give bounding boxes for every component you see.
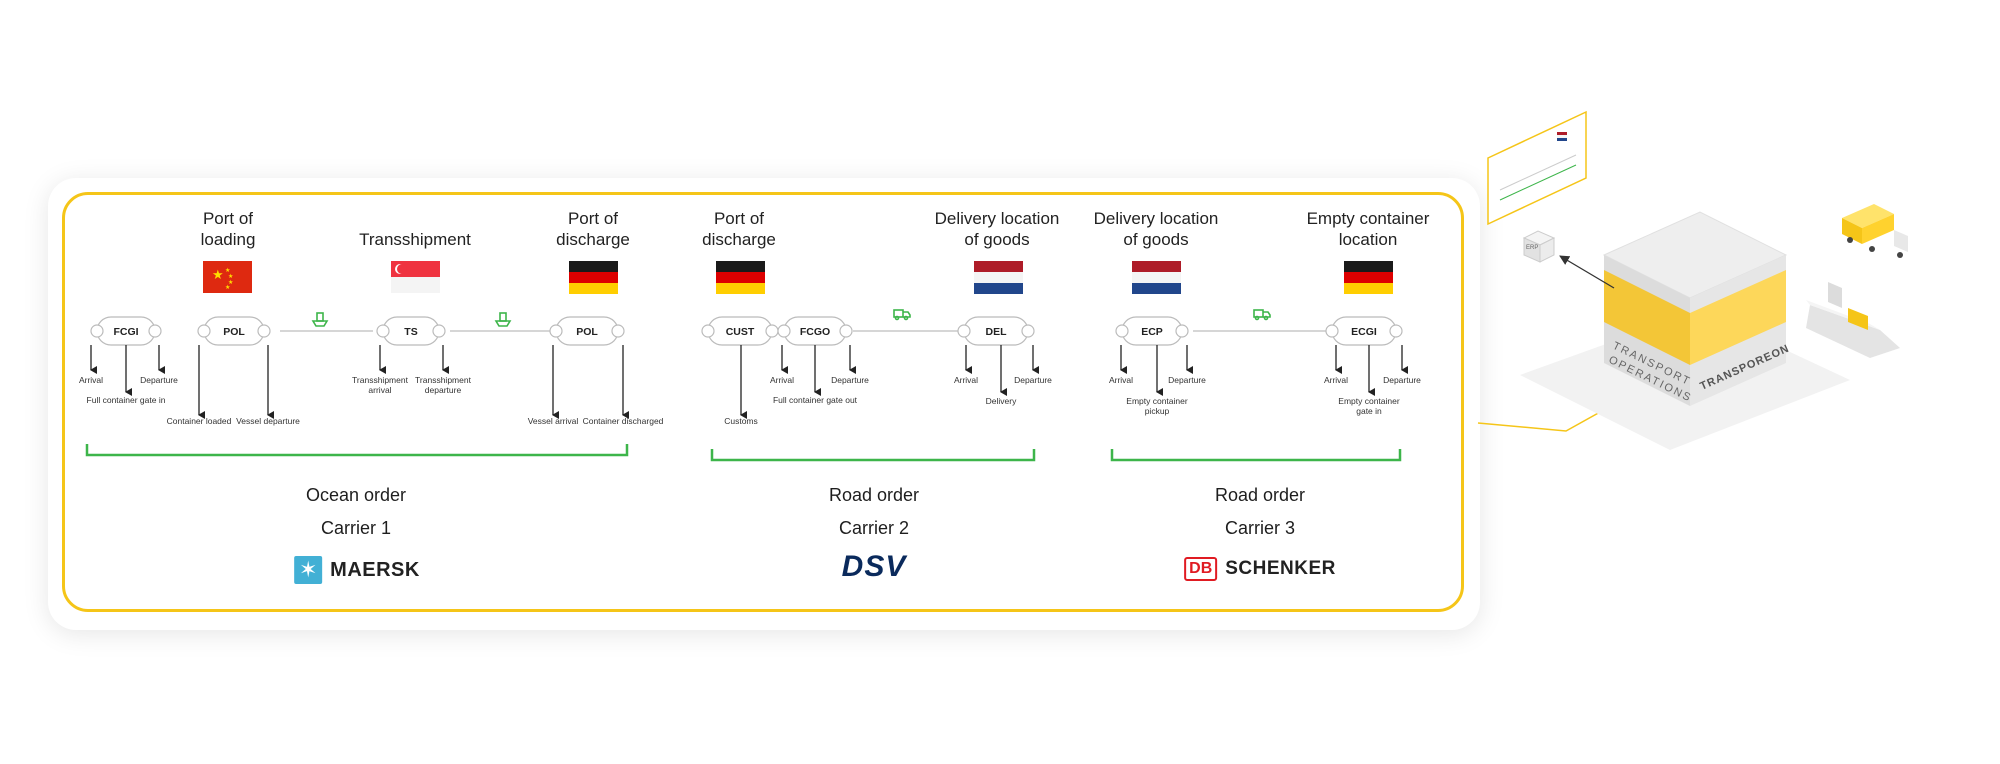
node-label-ts: TS [404, 326, 417, 338]
location-label-delivery-2: Delivery location of goods [1093, 209, 1219, 249]
location-label-port-of-loading: Port of loading [200, 209, 256, 249]
node-label-ecgi: ECGI [1351, 326, 1377, 338]
node-fcgo: FCGO [777, 316, 853, 346]
svg-text:★: ★ [212, 267, 224, 282]
location-label-empty-container: Empty container location [1306, 209, 1430, 249]
svg-text:★: ★ [225, 267, 230, 274]
order-type-road-2: Road order [1214, 485, 1306, 505]
maersk-star-icon: ✶ [294, 556, 323, 584]
event-label-departure: Departure [1383, 375, 1421, 385]
process-frame [62, 192, 1464, 612]
node-label-del: DEL [986, 326, 1008, 338]
node-ts: TS [376, 316, 446, 346]
carrier-1-label: Carrier 1 [320, 518, 392, 538]
event-label-arrival: Arrival [954, 375, 978, 385]
truck-illustration-icon [1842, 204, 1908, 258]
truck-icon [1253, 309, 1271, 321]
truck-icon [893, 309, 911, 321]
event-label-departure: Departure [831, 375, 869, 385]
svg-text:ERP: ERP [1526, 245, 1538, 251]
flag-netherlands-icon [974, 261, 1023, 294]
carrier-2-label: Carrier 2 [838, 518, 910, 538]
event-label-container-loaded: Container loaded [167, 416, 232, 426]
location-label-port-of-discharge-1: Port of discharge [556, 209, 630, 249]
node-del: DEL [957, 316, 1035, 346]
erp-cube: ERP [1522, 230, 1556, 263]
node-label-fcgo: FCGO [800, 326, 830, 338]
ship-illustration-icon [1806, 282, 1900, 358]
event-label-container-discharged: Container discharged [583, 416, 664, 426]
flag-germany-icon [716, 261, 765, 294]
location-label-port-of-discharge-2: Port of discharge [702, 209, 776, 249]
ship-icon [494, 312, 512, 327]
node-cust: CUST [701, 316, 779, 346]
node-pol2: POL [549, 316, 625, 346]
event-label-vessel-departure: Vessel departure [236, 416, 300, 426]
event-label-arrival: Arrival [1109, 375, 1133, 385]
event-label-arrival: Arrival [1324, 375, 1348, 385]
event-label-customs: Customs [724, 416, 758, 426]
transport-operations-box: TRANSPORT OPERATIONS TRANSPOREON [1602, 211, 1791, 406]
location-label-delivery-1: Delivery location of goods [934, 209, 1060, 249]
event-label-departure: Departure [1014, 375, 1052, 385]
process-card [48, 178, 1480, 630]
event-label-departure: Departure [1168, 375, 1206, 385]
svg-text:★: ★ [228, 273, 233, 280]
node-ecp: ECP [1115, 316, 1189, 346]
svg-text:★: ★ [225, 284, 230, 291]
floating-screen [1487, 110, 1587, 226]
event-label-delivery: Delivery [986, 396, 1017, 406]
transporeon-illustration: TRANSPORT OPERATIONS TRANSPOREON ERP [1477, 110, 1908, 450]
svg-text:★: ★ [228, 279, 233, 286]
node-fcgi: FCGI [90, 316, 162, 346]
event-label-vessel-arrival: Vessel arrival [528, 416, 579, 426]
flag-germany-icon [1344, 261, 1393, 294]
node-label-pol2: POL [576, 326, 598, 338]
order-brackets [85, 444, 1402, 462]
flag-netherlands-icon [1132, 261, 1181, 294]
node-ecgi: ECGI [1325, 316, 1403, 346]
order-type-ocean: Ocean order [305, 485, 407, 505]
event-label-departure: Departure [140, 375, 178, 385]
flag-germany-icon [569, 261, 618, 294]
dsv-logo: DSV [841, 550, 907, 583]
flag-singapore-icon [391, 261, 440, 293]
node-label-cust: CUST [726, 326, 755, 338]
location-label-transshipment: Transshipment [359, 230, 471, 249]
node-label-fcgi: FCGI [113, 326, 138, 338]
event-label-arrival: Arrival [770, 375, 794, 385]
event-label-full-gate-out: Full container gate out [773, 395, 858, 405]
node-pol1: POL [197, 316, 271, 346]
node-label-pol1: POL [223, 326, 245, 338]
order-type-road-1: Road order [828, 485, 920, 505]
event-label-arrival: Arrival [79, 375, 103, 385]
flag-china-icon: ★ ★ ★ ★ ★ [203, 261, 252, 293]
db-schenker-logo: DB SCHENKER [1184, 557, 1336, 581]
ship-icon [311, 312, 329, 327]
event-label-full-gate-in: Full container gate in [87, 395, 166, 405]
carrier-3-label: Carrier 3 [1224, 518, 1296, 538]
node-label-ecp: ECP [1141, 326, 1163, 338]
maersk-logo: ✶ MAERSK [294, 556, 420, 584]
